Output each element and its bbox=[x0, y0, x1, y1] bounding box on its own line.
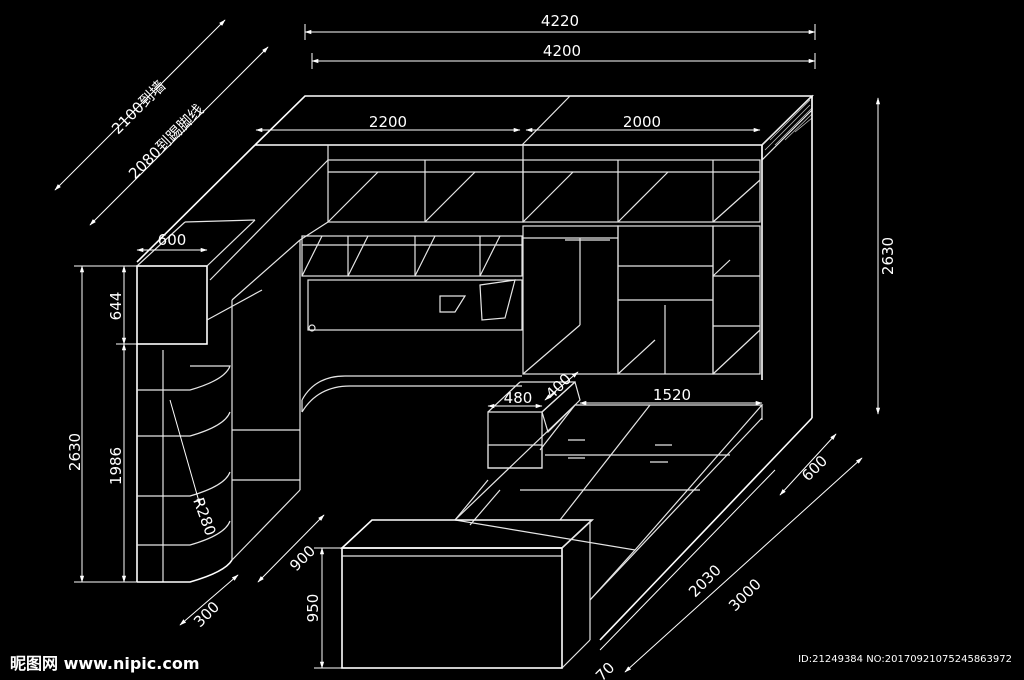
room-outline bbox=[254, 94, 814, 641]
watermark-site: 昵图网 www.nipic.com bbox=[10, 654, 200, 673]
wardrobe bbox=[522, 225, 761, 375]
diagonal-dimensions bbox=[54, 19, 269, 226]
dim-left-depth: 600 bbox=[158, 231, 187, 249]
dim-diag-wall: 2100到墙 bbox=[108, 77, 169, 138]
dim-top-inner: 4200 bbox=[543, 42, 581, 60]
dim-wardrobe-span: 2000 bbox=[623, 113, 661, 131]
dim-top-overall: 4220 bbox=[541, 12, 579, 30]
dim-desk-span: 2200 bbox=[369, 113, 407, 131]
dim-bed-length: 2030 bbox=[685, 561, 725, 601]
lower-right-dimensions bbox=[599, 433, 863, 673]
dim-bottom-cut: 70 bbox=[592, 659, 618, 680]
desk-shelves bbox=[301, 235, 523, 332]
dim-room-length: 3000 bbox=[725, 575, 765, 615]
watermark-id: ID:21249384 NO:20170921075245863972 bbox=[798, 654, 1012, 665]
dim-bed-depth: 600 bbox=[798, 452, 831, 485]
top-dimensions bbox=[304, 24, 816, 69]
lower-left-dimensions bbox=[179, 514, 342, 669]
front-bench bbox=[339, 519, 595, 669]
dim-left-upper-height: 644 bbox=[107, 292, 125, 321]
desk-top bbox=[301, 375, 522, 413]
dim-base-depth: 300 bbox=[190, 598, 223, 631]
left-tower bbox=[136, 144, 329, 583]
span-dimensions bbox=[255, 97, 881, 415]
dim-left-total-height: 2630 bbox=[66, 433, 84, 471]
dim-bed-width: 1520 bbox=[653, 386, 691, 404]
dim-corner-radius: R280 bbox=[189, 495, 219, 538]
left-dimensions bbox=[74, 247, 208, 583]
dim-right-height: 2630 bbox=[879, 237, 897, 275]
dim-shelf-depth: 900 bbox=[286, 542, 319, 575]
dim-left-lower-height: 1986 bbox=[107, 447, 125, 485]
dim-bench-height: 950 bbox=[304, 594, 322, 623]
upper-cabinets bbox=[327, 145, 761, 223]
dim-step-width: 480 bbox=[504, 389, 533, 407]
